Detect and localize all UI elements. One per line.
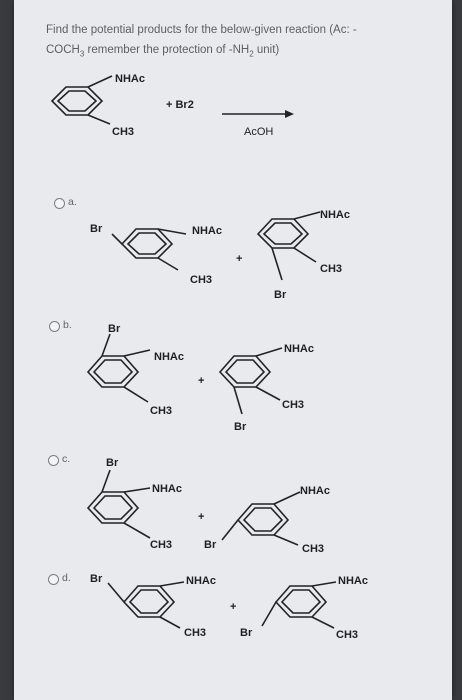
- option-a-p1-br: Br: [90, 223, 103, 235]
- option-c-p2-nhac: NHAc: [300, 485, 330, 497]
- option-d-p1-br: Br: [90, 573, 103, 585]
- question-sub-2: 2: [249, 49, 254, 59]
- option-c-radio[interactable]: [48, 455, 59, 466]
- option-a-p2-br: Br: [274, 289, 287, 301]
- option-c-product-2-ring: [221, 491, 301, 546]
- option-b-p1-ch3: CH3: [150, 405, 172, 417]
- option-a-radio[interactable]: [54, 198, 65, 209]
- option-c-p1-nhac: NHAc: [152, 483, 182, 495]
- option-b-p2-ch3: CH3: [282, 399, 304, 411]
- option-d-p1-ch3: CH3: [184, 627, 206, 639]
- option-a-letter: a.: [68, 196, 77, 208]
- option-d-product-2-ring: [261, 581, 337, 629]
- option-d-p2-br: Br: [240, 627, 253, 639]
- option-b-radio[interactable]: [49, 321, 60, 332]
- option-d-plus: +: [230, 601, 236, 613]
- option-d-radio[interactable]: [48, 574, 59, 585]
- question-card: Find the potential products for the belo…: [14, 0, 452, 700]
- question-text: Find the potential products for the belo…: [46, 20, 446, 64]
- option-a-p2-nhac: NHAc: [320, 209, 350, 221]
- reactant-ch3: CH3: [112, 126, 134, 138]
- question-sub: 3: [79, 49, 85, 59]
- reactant-nhac: NHAc: [115, 73, 145, 85]
- option-a-p1-ch3: CH3: [190, 274, 212, 286]
- option-b-p2-nhac: NHAc: [284, 343, 314, 355]
- reaction-arrow: [222, 110, 294, 118]
- option-b-product-1-ring: [86, 333, 151, 403]
- option-c-product-1-ring: [86, 469, 151, 539]
- option-a-plus: +: [236, 253, 242, 265]
- question-line-1: Find the potential products for the belo…: [46, 24, 357, 36]
- option-c-p1-br: Br: [106, 457, 119, 469]
- option-c-plus: +: [198, 511, 204, 523]
- option-a-p2-ch3: CH3: [320, 263, 342, 275]
- option-b-p1-br: Br: [108, 323, 121, 335]
- option-a-product-1-ring: [111, 228, 187, 271]
- option-c-p1-ch3: CH3: [150, 539, 172, 551]
- reagent-br2: + Br2: [166, 99, 194, 111]
- reactant-ring: [50, 75, 113, 125]
- question-line-2b: remember the protection of -NH: [84, 44, 250, 56]
- option-d-p2-ch3: CH3: [336, 629, 358, 641]
- solvent-acoh: AcOH: [244, 126, 273, 138]
- option-b-product-2-ring: [218, 347, 283, 415]
- option-d-letter: d.: [62, 572, 71, 584]
- option-b-p1-nhac: NHAc: [154, 351, 184, 363]
- option-c-p2-ch3: CH3: [302, 543, 324, 555]
- question-line-2c: unit): [253, 44, 280, 56]
- option-b-plus: +: [198, 375, 204, 387]
- option-b-p2-br: Br: [234, 421, 247, 433]
- option-d-product-1-ring: [107, 581, 185, 629]
- option-a-product-2-ring: [256, 211, 321, 281]
- option-d-p1-nhac: NHAc: [186, 575, 216, 587]
- option-c-p2-br: Br: [204, 539, 217, 551]
- option-a-p1-nhac: NHAc: [192, 225, 222, 237]
- option-d-p2-nhac: NHAc: [338, 575, 368, 587]
- option-b-letter: b.: [63, 319, 72, 331]
- question-line-2a: COCH: [46, 44, 80, 56]
- option-c-letter: c.: [62, 453, 71, 465]
